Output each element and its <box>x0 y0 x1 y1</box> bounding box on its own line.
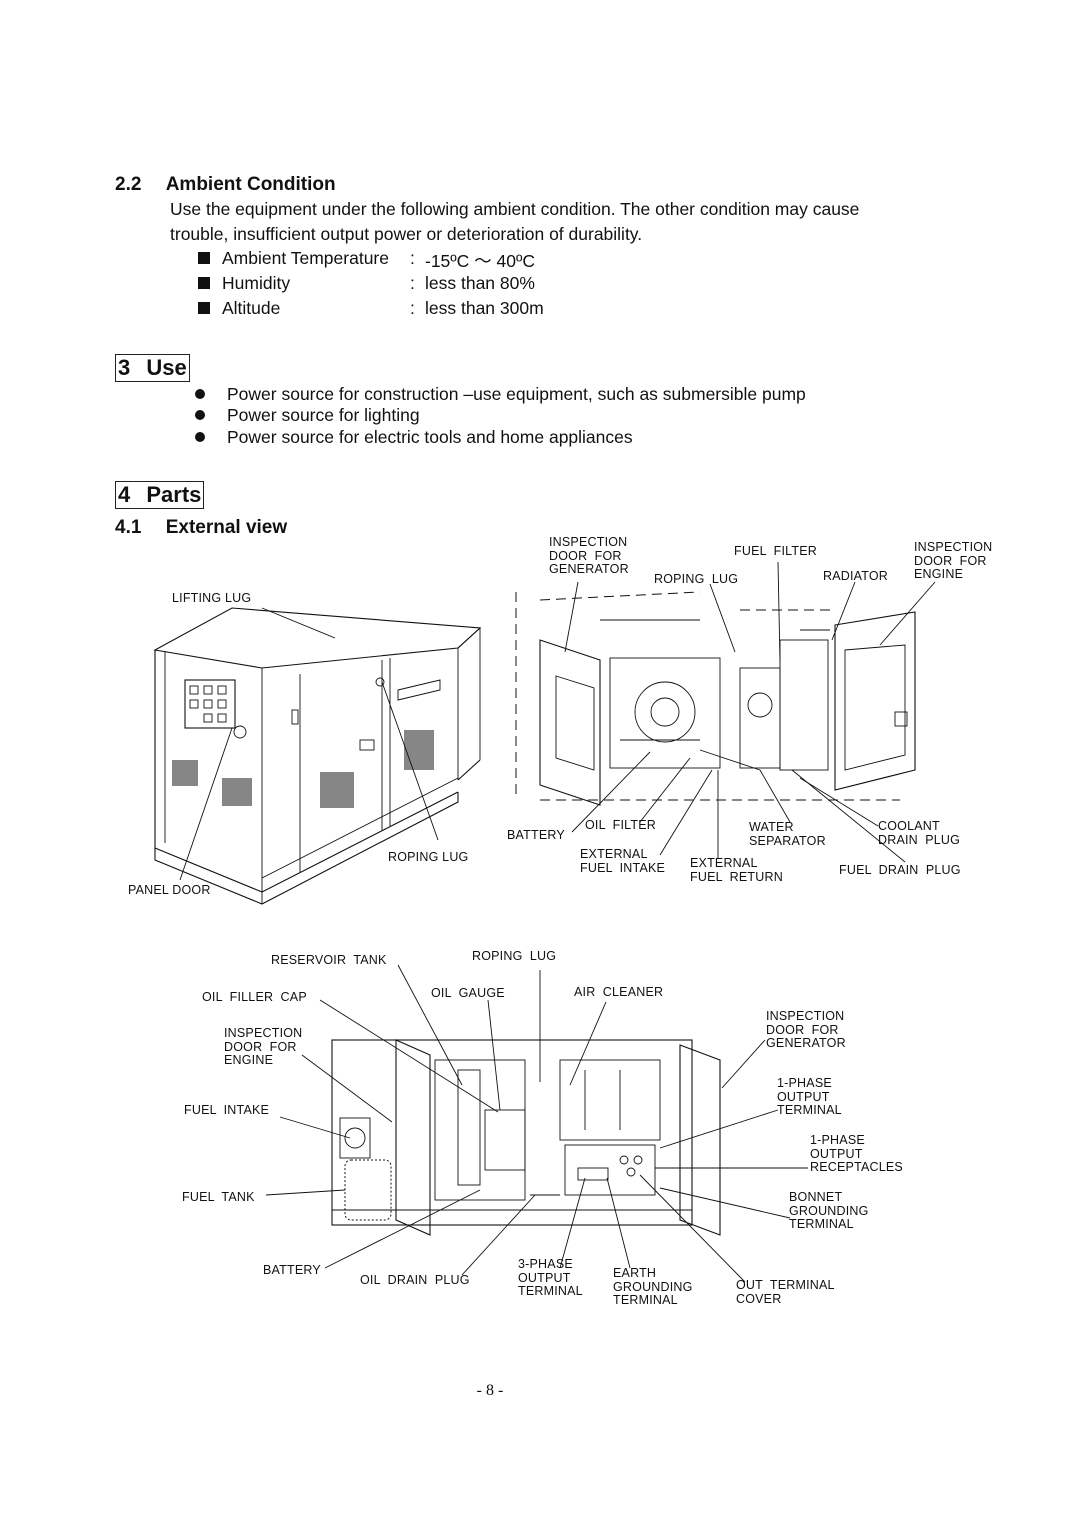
label-panel-door: PANEL DOOR <box>128 883 211 897</box>
use-bullet-text: Power source for electric tools and home… <box>227 427 633 447</box>
section-4-heading: 4 Parts <box>115 481 205 509</box>
label-radiator: RADIATOR <box>823 569 889 583</box>
label-fuel-tank: FUEL TANK <box>182 1190 255 1204</box>
use-bullet: Power source for electric tools and home… <box>195 427 633 448</box>
label-1-phase-output-terminal: 1-PHASE OUTPUT TERMINAL <box>777 1076 842 1117</box>
intro-line: trouble, insufficient output power or de… <box>170 224 643 244</box>
label-air-cleaner: AIR CLEANER <box>574 985 664 999</box>
condition-value: less than 300m <box>425 298 544 318</box>
use-bullet-text: Power source for construction –use equip… <box>227 384 806 404</box>
round-bullet-icon <box>195 389 205 399</box>
label-oil-gauge: OIL GAUGE <box>431 986 505 1000</box>
label-inspection-door-engine: INSPECTION DOOR FOR ENGINE <box>224 1026 303 1067</box>
label-reservoir-tank: RESERVOIR TANK <box>271 953 387 967</box>
page-number: - 8 - <box>476 1382 504 1399</box>
label-roping-lug: ROPING LUG <box>388 850 469 864</box>
condition-row: Ambient Temperature : -15ºC ～ 40ºC <box>198 248 535 272</box>
condition-name: Humidity <box>222 273 291 293</box>
square-bullet-icon <box>198 277 210 289</box>
section-2-2-heading: 2.2 Ambient Condition <box>115 174 336 196</box>
label-oil-filter: OIL FILTER <box>585 818 656 832</box>
label-inspection-door-generator: INSPECTION DOOR FOR GENERATOR <box>766 1009 846 1050</box>
square-bullet-icon <box>198 252 210 264</box>
section-3-heading: 3 Use <box>115 354 190 382</box>
generator-enclosure-drawing <box>153 607 482 905</box>
use-bullet: Power source for construction –use equip… <box>195 384 806 405</box>
label-bonnet-grounding-terminal: BONNET GROUNDING TERMINAL <box>789 1190 869 1231</box>
label-coolant-drain-plug: COOLANT DRAIN PLUG <box>878 819 961 847</box>
section-4-1-heading: 4.1 External view <box>115 517 287 539</box>
label-battery: BATTERY <box>507 828 565 842</box>
label-battery: BATTERY <box>263 1263 321 1277</box>
section-number: 4.1 <box>115 517 142 538</box>
section-number: 2.2 <box>115 174 142 195</box>
label-inspection-door-generator: INSPECTION DOOR FOR GENERATOR <box>549 535 629 576</box>
label-roping-lug: ROPING LUG <box>654 572 739 586</box>
label-external-fuel-intake: EXTERNAL FUEL INTAKE <box>580 847 666 875</box>
side-view-drawing <box>331 1039 721 1236</box>
top-view-drawing <box>515 591 916 806</box>
use-bullet: Power source for lighting <box>195 405 420 426</box>
label-lifting-lug: LIFTING LUG <box>172 591 252 605</box>
use-bullet-text: Power source for lighting <box>227 405 420 425</box>
label-fuel-intake: FUEL INTAKE <box>184 1103 270 1117</box>
label-oil-drain-plug: OIL DRAIN PLUG <box>360 1273 470 1287</box>
intro-line: Use the equipment under the following am… <box>170 199 860 219</box>
label-3-phase-output-terminal: 3-PHASE OUTPUT TERMINAL <box>518 1257 583 1298</box>
condition-separator: : <box>410 298 415 318</box>
section-2-2-intro: Use the equipment under the following am… <box>170 197 859 247</box>
section-title: External view <box>165 517 288 538</box>
label-roping-lug: ROPING LUG <box>472 949 557 963</box>
label-fuel-drain-plug: FUEL DRAIN PLUG <box>839 863 961 877</box>
round-bullet-icon <box>195 432 205 442</box>
condition-separator: : <box>410 273 415 293</box>
label-out-terminal-cover: OUT TERMINAL COVER <box>736 1278 835 1306</box>
square-bullet-icon <box>198 302 210 314</box>
label-earth-grounding-terminal: EARTH GROUNDING TERMINAL <box>613 1266 693 1307</box>
condition-row: Altitude : less than 300m <box>198 298 544 322</box>
condition-row: Humidity : less than 80% <box>198 273 535 297</box>
label-1-phase-output-receptacles: 1-PHASE OUTPUT RECEPTACLES <box>810 1133 903 1174</box>
condition-name: Altitude <box>222 298 281 318</box>
label-water-separator: WATER SEPARATOR <box>749 820 826 848</box>
label-inspection-door-engine: INSPECTION DOOR FOR ENGINE <box>914 540 993 581</box>
section-title: Ambient Condition <box>165 174 336 195</box>
label-fuel-filter: FUEL FILTER <box>734 544 817 558</box>
label-oil-filler-cap: OIL FILLER CAP <box>202 990 307 1004</box>
round-bullet-icon <box>195 410 205 420</box>
label-external-fuel-return: EXTERNAL FUEL RETURN <box>690 856 783 884</box>
condition-name: Ambient Temperature <box>222 248 389 268</box>
condition-value: -15ºC ～ 40ºC <box>425 251 536 271</box>
condition-value: less than 80% <box>425 273 535 293</box>
condition-separator: : <box>410 248 415 268</box>
